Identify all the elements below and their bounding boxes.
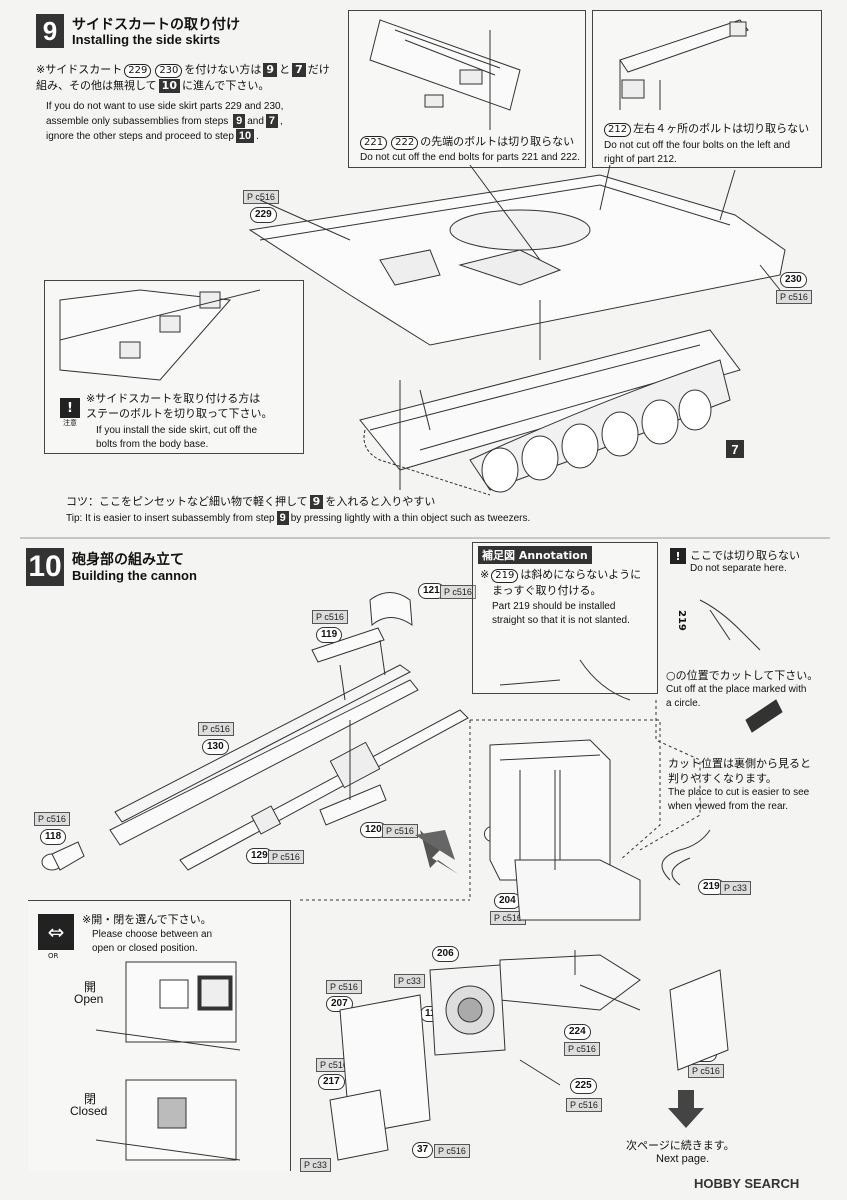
p-badge-c33: P c33 bbox=[300, 1158, 331, 1172]
step-9-title-en: Installing the side skirts bbox=[72, 32, 221, 47]
p-badge-217: P c516 bbox=[316, 1058, 352, 1072]
nosep-warning-icon: ! bbox=[670, 548, 686, 564]
cut-position-jp: カット位置は裏側から見ると判りやすくなります。 bbox=[668, 757, 811, 785]
annotation-header: 補足図 Annotation bbox=[478, 546, 592, 564]
open-label-en: Open bbox=[74, 992, 104, 1006]
p-badge-224: P c516 bbox=[564, 1042, 600, 1056]
part-225-label: 225 bbox=[570, 1078, 597, 1094]
tip-en: Tip: It is easier to insert subassembly … bbox=[66, 511, 531, 525]
p-badge-121: P c516 bbox=[440, 585, 476, 599]
warning-icon: ! bbox=[60, 398, 80, 418]
part-118-label: 118 bbox=[40, 829, 67, 845]
p-badge-37: P c516 bbox=[434, 1144, 470, 1158]
next-page-en: Next page. bbox=[656, 1153, 710, 1165]
closed-label-en: Closed bbox=[70, 1104, 108, 1118]
step-9-title-jp: サイドスカートの取り付け bbox=[72, 17, 240, 33]
cut-instruction-jp: ○の位置でカットして下さい。 bbox=[666, 669, 819, 682]
closed-label-jp: 閉 bbox=[84, 1092, 97, 1106]
p-badge-120: P c516 bbox=[382, 824, 418, 838]
open-label-jp: 開 bbox=[84, 980, 97, 994]
step-9-note-en: If you do not want to use side skirt par… bbox=[46, 101, 284, 143]
warning-icon-wrap: ! 注意 bbox=[60, 398, 80, 428]
p-badge-219: P c33 bbox=[720, 881, 751, 895]
part-217-label: 217 bbox=[318, 1074, 345, 1090]
nosep-jp: ここでは切り取らない bbox=[690, 549, 800, 562]
open-close-choice-icon: ⇔ bbox=[38, 914, 74, 950]
warning-icon: ! bbox=[670, 548, 686, 564]
p-badge-119: P c516 bbox=[312, 610, 348, 624]
part-224-label: 224 bbox=[564, 1024, 591, 1040]
p-badge-130: P c516 bbox=[198, 722, 234, 736]
subassembly-7-marker: 7 bbox=[726, 440, 744, 458]
hobby-search-watermark: HOBBY SEARCH bbox=[694, 1176, 800, 1191]
p-badge-225: P c516 bbox=[566, 1098, 602, 1112]
p-badge-206: P c33 bbox=[394, 974, 425, 988]
step-9-number: 9 bbox=[36, 14, 64, 48]
next-page-jp: 次ページに続きます。 bbox=[626, 1139, 735, 1152]
part-119-label: 119 bbox=[316, 627, 343, 643]
p-badge-207: P c516 bbox=[326, 980, 362, 994]
part-120-label: 120 bbox=[360, 822, 387, 838]
part-37-label: 37 bbox=[412, 1142, 434, 1158]
side-skirt-warning-jp: ※サイドスカートを取り付ける方はステーのボルトを切り取って下さい。 bbox=[86, 392, 273, 420]
p-badge-229: P c516 bbox=[243, 190, 279, 204]
nosep-en: Do not separate here. bbox=[690, 563, 787, 574]
choose-position-jp: ※開・閉を選んで下さい。 bbox=[82, 913, 212, 926]
part-130-label: 130 bbox=[202, 739, 229, 755]
step-10-number: 10 bbox=[26, 548, 64, 586]
p-badge-205: P c516 bbox=[688, 1064, 724, 1078]
p-badge-230: P c516 bbox=[776, 290, 812, 304]
step-10-title-jp: 砲身部の組み立て bbox=[72, 552, 184, 568]
p-badge-118: P c516 bbox=[34, 812, 70, 826]
part-219-side-label: 219 bbox=[676, 610, 687, 631]
or-label: OR bbox=[48, 952, 59, 960]
annotation-frame bbox=[472, 542, 658, 694]
side-skirt-warning-en: If you install the side skirt, cut off t… bbox=[96, 425, 258, 450]
p-badge-204: P c516 bbox=[490, 911, 526, 925]
part-229-label: 229 bbox=[250, 207, 277, 223]
next-page-arrow-icon bbox=[666, 1090, 706, 1130]
part-212-callout-en: Do not cut off the four bolts on the lef… bbox=[604, 140, 791, 165]
bolt-end-callout-en: Do not cut off the end bolts for parts 2… bbox=[360, 152, 580, 163]
step-10-title-en: Building the cannon bbox=[72, 568, 197, 583]
part-206-label: 206 bbox=[432, 946, 459, 962]
warning-caption: 注意 bbox=[63, 419, 77, 427]
part-230-label: 230 bbox=[780, 272, 807, 288]
part-207-label: 207 bbox=[326, 996, 353, 1012]
p-badge-129: P c516 bbox=[268, 850, 304, 864]
